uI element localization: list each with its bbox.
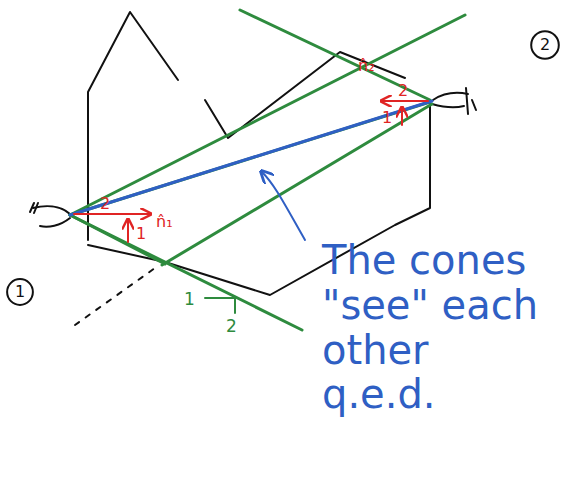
normal-axes [74,101,428,242]
handwritten-note: The cones "see" each other q.e.d. [322,238,544,417]
callout-circle: 2 [530,30,560,60]
axis-label: 1 [136,226,146,242]
slope-number: 2 [226,318,237,335]
axis-label: n̂₁ [156,214,173,230]
callout-number: 2 [540,37,550,53]
axis-label: n̂₂ [358,58,375,74]
axis-label: 2 [100,196,110,212]
callout-number: 1 [15,284,25,300]
axis-label: 1 [382,110,392,126]
callout-circle: 1 [6,278,34,306]
slope-number: 1 [184,291,195,308]
mount-symbols [30,88,476,227]
sight-line [70,101,432,240]
axis-label: 2 [398,83,408,99]
